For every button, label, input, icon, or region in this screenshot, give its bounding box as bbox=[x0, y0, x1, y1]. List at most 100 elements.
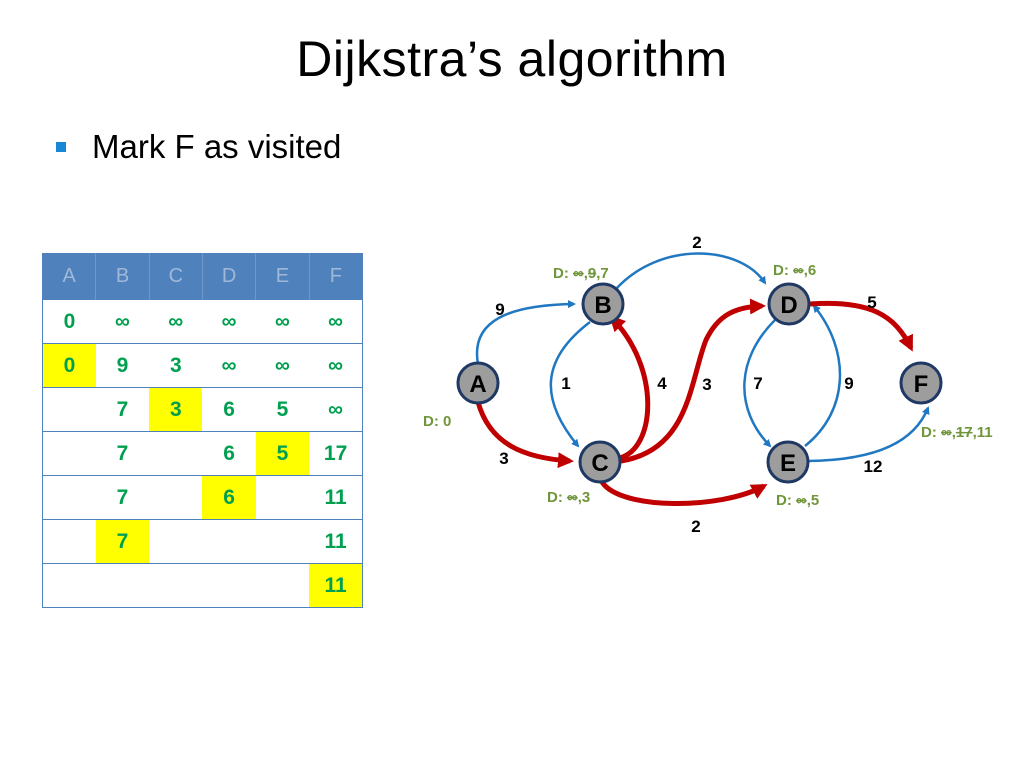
table-cell-d: 6 bbox=[202, 387, 256, 432]
distance-label-a: D: 0 bbox=[423, 413, 451, 430]
slide-title: Dijkstra’s algorithm bbox=[296, 31, 728, 87]
weight-label-a-b: 9 bbox=[495, 300, 504, 319]
node-a: A bbox=[456, 361, 500, 405]
table-cell-a: 0 bbox=[42, 299, 96, 344]
table-cell-a: 0 bbox=[42, 343, 96, 388]
edge-a-b bbox=[475, 300, 576, 365]
bullet-text: Mark F as visited bbox=[92, 128, 342, 165]
table-cell-a bbox=[42, 475, 96, 520]
distance-label-e: D: ∞,5 bbox=[776, 492, 819, 509]
header-cell-f: F bbox=[309, 253, 363, 300]
table-cell-e bbox=[255, 475, 310, 520]
table-cell-d: ∞ bbox=[202, 299, 256, 344]
distance-label-d: D: ∞,6 bbox=[773, 262, 816, 279]
table-cell-f: 11 bbox=[309, 563, 363, 608]
distance-c-old-1: ∞ bbox=[567, 489, 578, 506]
table-cell-b: 7 bbox=[95, 431, 150, 476]
distance-label-f: D: ∞,17,11 bbox=[921, 424, 993, 441]
table-cell-c: ∞ bbox=[149, 299, 203, 344]
weight-label-e-d: 9 bbox=[844, 374, 853, 393]
header-cell-d: D bbox=[202, 253, 257, 300]
square-bullet-icon bbox=[56, 142, 66, 152]
distance-e-sep-1: , bbox=[807, 492, 811, 509]
table-cell-a bbox=[42, 431, 96, 476]
node-a-label: A bbox=[469, 371, 486, 398]
distance-b-prefix: D: bbox=[553, 265, 573, 282]
header-cell-b: B bbox=[95, 253, 150, 300]
edge-d-e bbox=[743, 319, 776, 448]
table-cell-a bbox=[42, 563, 96, 608]
edge-e-d bbox=[804, 304, 842, 447]
table-row: 0∞∞∞∞∞ bbox=[42, 299, 363, 344]
edge-d-f bbox=[809, 300, 914, 352]
distance-b-old-2: 9 bbox=[588, 265, 596, 282]
weight-label-e-f: 12 bbox=[864, 457, 883, 476]
table-cell-b: ∞ bbox=[95, 299, 150, 344]
distance-f-current: 11 bbox=[977, 424, 993, 441]
table-cell-f: 17 bbox=[309, 431, 363, 476]
distance-e-current: 5 bbox=[811, 492, 819, 509]
node-b-label: B bbox=[594, 292, 611, 319]
header-cell-a: A bbox=[42, 253, 97, 300]
table-cell-a bbox=[42, 387, 96, 432]
distance-f-sep-2: , bbox=[973, 424, 977, 441]
table-cell-c: 3 bbox=[149, 387, 203, 432]
table-cell-e: 5 bbox=[255, 431, 310, 476]
weight-label-b-c: 1 bbox=[561, 374, 570, 393]
edge-e-f bbox=[807, 406, 930, 463]
node-b: B bbox=[581, 282, 625, 326]
edge-c-b bbox=[609, 315, 651, 461]
weight-label-c-b: 4 bbox=[657, 374, 667, 393]
table-cell-c bbox=[149, 475, 203, 520]
node-d-label: D bbox=[780, 292, 797, 319]
distance-c-prefix: D: bbox=[547, 489, 567, 506]
node-c: C bbox=[578, 440, 622, 484]
table-cell-e: ∞ bbox=[255, 299, 310, 344]
weight-label-c-d: 3 bbox=[702, 375, 711, 394]
node-f-label: F bbox=[914, 371, 929, 398]
distance-c-current: 3 bbox=[582, 489, 590, 506]
table-cell-d bbox=[202, 519, 256, 564]
weight-label-a-c: 3 bbox=[499, 449, 508, 468]
weight-label-d-e: 7 bbox=[753, 374, 762, 393]
node-e: E bbox=[766, 440, 810, 484]
table-cell-b bbox=[95, 563, 150, 608]
header-cell-e: E bbox=[255, 253, 310, 300]
distance-b-sep-2: , bbox=[596, 265, 600, 282]
distance-c-sep-1: , bbox=[578, 489, 582, 506]
node-c-label: C bbox=[591, 450, 608, 477]
node-f: F bbox=[899, 361, 943, 405]
table-header-row: A B C D E F bbox=[42, 253, 363, 300]
table-cell-a bbox=[42, 519, 96, 564]
distance-b-sep-1: , bbox=[584, 265, 588, 282]
weight-label-d-f: 5 bbox=[867, 293, 876, 312]
edge-c-d bbox=[620, 298, 766, 464]
table-cell-b: 9 bbox=[95, 343, 150, 388]
distance-label-c: D: ∞,3 bbox=[547, 489, 590, 506]
distance-d-current: 6 bbox=[808, 262, 816, 279]
edge-a-c bbox=[475, 401, 574, 469]
edge-b-c bbox=[549, 321, 591, 448]
table-cell-b: 7 bbox=[95, 387, 150, 432]
table-cell-f: ∞ bbox=[309, 343, 363, 388]
table-cell-f: 11 bbox=[309, 475, 363, 520]
weight-label-c-e: 2 bbox=[691, 517, 700, 536]
distance-b-current: 7 bbox=[600, 265, 608, 282]
table-cell-c bbox=[149, 431, 203, 476]
distance-e-old-1: ∞ bbox=[796, 492, 807, 509]
weight-label-b-d: 2 bbox=[692, 233, 701, 252]
table-cell-d bbox=[202, 563, 256, 608]
distance-f-sep-1: , bbox=[952, 424, 956, 441]
edge-b-d bbox=[614, 252, 767, 291]
table-cell-c bbox=[149, 519, 203, 564]
table-cell-d: 6 bbox=[202, 475, 256, 520]
table-row: 11 bbox=[42, 563, 363, 608]
distance-label-b: D: ∞,9,7 bbox=[553, 265, 609, 282]
